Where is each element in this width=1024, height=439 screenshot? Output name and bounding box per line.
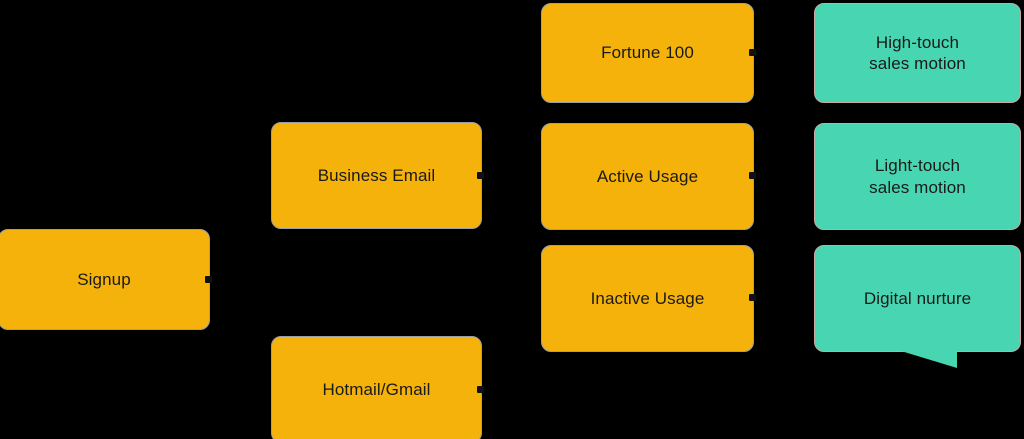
node-business-email[interactable]: Business Email	[271, 122, 482, 229]
connector-dot-business-email	[477, 172, 484, 179]
node-inactive-usage[interactable]: Inactive Usage	[541, 245, 754, 352]
connector-dot-active-usage	[749, 172, 756, 179]
node-digital-nurture[interactable]: Digital nurture	[814, 245, 1021, 352]
node-light-touch-sales-motion-label: Light-touch sales motion	[869, 156, 966, 197]
node-fortune-100-label: Fortune 100	[601, 43, 694, 63]
node-digital-nurture-label: Digital nurture	[863, 288, 972, 308]
node-active-usage[interactable]: Active Usage	[541, 123, 754, 230]
connector-dot-fortune-100	[749, 49, 756, 56]
node-inactive-usage-label: Inactive Usage	[590, 288, 705, 308]
node-hotmail-gmail-label: Hotmail/Gmail	[322, 379, 431, 399]
node-signup-label: Signup	[77, 269, 131, 289]
node-high-touch-sales-motion[interactable]: High-touch sales motion	[814, 3, 1021, 103]
connector-dot-signup	[205, 276, 212, 283]
node-high-touch-sales-motion-label: High-touch sales motion	[869, 32, 966, 73]
node-business-email-label: Business Email	[317, 165, 436, 185]
node-fortune-100[interactable]: Fortune 100	[541, 3, 754, 103]
node-signup[interactable]: Signup	[0, 229, 210, 330]
node-light-touch-sales-motion[interactable]: Light-touch sales motion	[814, 123, 1021, 230]
node-hotmail-gmail[interactable]: Hotmail/Gmail	[271, 336, 482, 439]
connector-dot-inactive-usage	[749, 294, 756, 301]
node-digital-nurture-tail	[901, 351, 957, 368]
node-active-usage-label: Active Usage	[596, 166, 699, 186]
connector-dot-hotmail-gmail	[477, 386, 484, 393]
